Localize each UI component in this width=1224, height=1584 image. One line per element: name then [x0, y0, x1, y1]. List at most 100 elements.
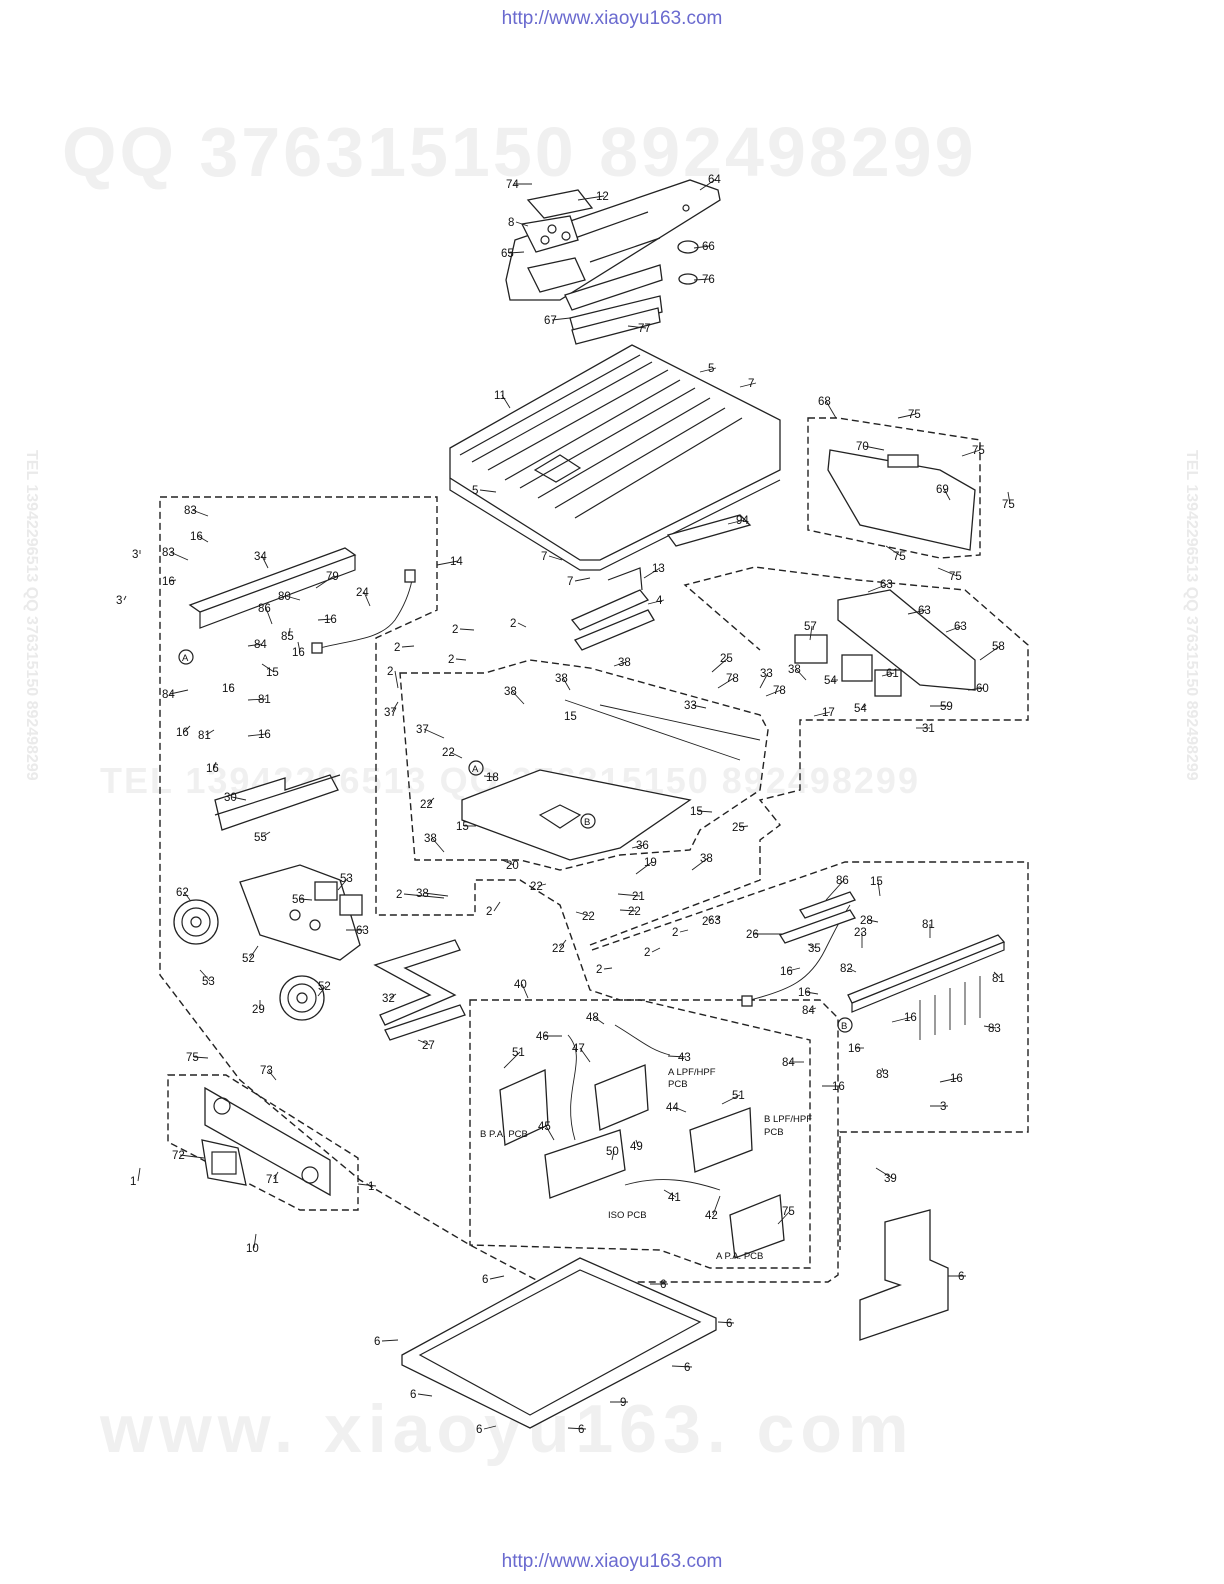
callout-number: 76: [702, 274, 715, 286]
callout-38: 38: [613, 657, 631, 669]
callout-37: 37: [416, 724, 445, 739]
relay-55-56: [314, 881, 363, 916]
assembly-outline-39: [469, 999, 811, 1269]
callout-leader: [809, 1007, 817, 1011]
callout-5: 5: [472, 485, 497, 497]
callout-leader: [213, 761, 217, 769]
callout-leader: [937, 567, 958, 577]
brackets-26-27-28: [779, 891, 856, 944]
callout-leader: [337, 877, 349, 891]
callout-69: 69: [936, 484, 951, 501]
callout-29: 29: [252, 1000, 265, 1016]
svg-text:B: B: [584, 817, 590, 828]
callout-number: 38: [618, 657, 631, 669]
callout-55: 55: [254, 831, 271, 844]
callout-number: 48: [586, 1012, 599, 1024]
callout-22: 22: [552, 939, 567, 955]
label-a-pa-pcb: A P.A. PCB: [716, 1251, 763, 1262]
ref-mark-a-center: A: [468, 760, 484, 776]
callout-number: 72: [172, 1150, 185, 1162]
callout-67: 67: [544, 315, 571, 327]
watermark-qq: QQ 376315150 892498299: [62, 113, 977, 191]
callout-leader: [431, 837, 445, 853]
callout-75: 75: [777, 1206, 795, 1225]
assembly-outline-35: [591, 861, 1029, 1250]
callout-51: 51: [721, 1090, 745, 1105]
callout-20: 20: [501, 859, 519, 872]
ref-mark-b-right: B: [837, 1017, 853, 1033]
callout-42: 42: [705, 1195, 721, 1222]
callout-63: 63: [945, 621, 967, 633]
callout-22: 22: [420, 797, 435, 811]
callout-leader: [765, 689, 782, 697]
callout-30: 30: [224, 792, 247, 804]
pcb-iso: [544, 1129, 626, 1199]
callout-3: 3: [930, 1101, 948, 1113]
callout-leader: [123, 595, 127, 601]
callout-leader: [403, 893, 445, 899]
callout-leader: [197, 535, 209, 543]
callout-number: 6: [660, 1279, 666, 1291]
callout-leader: [647, 599, 665, 605]
callout-number: 35: [808, 943, 821, 955]
callout-number: 66: [702, 241, 715, 253]
callout-leader: [357, 1183, 377, 1187]
callout-leader: [691, 704, 707, 709]
callout-number: 22: [442, 747, 455, 759]
callout-leader: [231, 796, 247, 801]
callout-2: 2: [448, 654, 467, 666]
callout-leader: [897, 413, 917, 419]
callout-number: 53: [202, 976, 215, 988]
callout-6: 6: [650, 1279, 668, 1291]
callout-23: 23: [854, 927, 867, 948]
callout-number: 21: [632, 891, 645, 903]
callout-2: 2: [702, 916, 713, 928]
callout-leader: [825, 879, 845, 901]
callout-number: 45: [538, 1121, 551, 1133]
callout-number: 52: [318, 981, 331, 993]
callout-leader: [493, 901, 501, 912]
callout-number: 2: [396, 889, 402, 901]
bottom-cover-9: [401, 1257, 717, 1429]
callout-number: 84: [254, 639, 267, 651]
callout-leader: [721, 1094, 741, 1105]
callout-52: 52: [242, 945, 259, 965]
callout-16: 16: [176, 725, 191, 739]
callout-leader: [169, 579, 177, 582]
callout-number: 16: [904, 1012, 917, 1024]
callout-leader: [363, 591, 371, 607]
callout-15: 15: [690, 806, 713, 818]
callout-leader: [391, 701, 399, 713]
callout-number: 70: [856, 441, 869, 453]
front-panel-72: [204, 1086, 331, 1197]
callout-number: 77: [638, 323, 651, 335]
callout-leader: [945, 625, 963, 633]
callout-2: 2: [452, 624, 475, 636]
callout-65: 65: [501, 248, 525, 260]
callout-leader: [169, 551, 189, 561]
callout-19: 19: [635, 857, 657, 875]
callout-leader: [193, 1056, 209, 1059]
callout-number: 3: [116, 595, 122, 607]
callout-leader: [315, 575, 335, 589]
source-url-top[interactable]: http://www.xiaoyu163.com: [501, 8, 723, 29]
svg-text:A: A: [472, 764, 479, 775]
callout-83: 83: [162, 547, 189, 561]
callout-81: 81: [198, 729, 215, 742]
callout-number: 16: [832, 1081, 845, 1093]
callout-number: 7: [541, 551, 547, 563]
callout-number: 51: [512, 1047, 525, 1059]
source-url-bottom[interactable]: http://www.xiaoyu163.com: [501, 1551, 723, 1572]
callout-number: 75: [908, 409, 921, 421]
callout-6: 6: [476, 1424, 497, 1436]
callout-38: 38: [416, 888, 449, 900]
callout-number: 19: [644, 857, 657, 869]
pcb-a-pa: [729, 1194, 785, 1259]
callout-leader: [593, 1016, 605, 1025]
callout-leader: [943, 488, 951, 501]
callout-51: 51: [503, 1047, 525, 1069]
callout-number: 23: [854, 927, 867, 939]
callout-leader: [877, 880, 881, 897]
callout-number: 16: [190, 531, 203, 543]
